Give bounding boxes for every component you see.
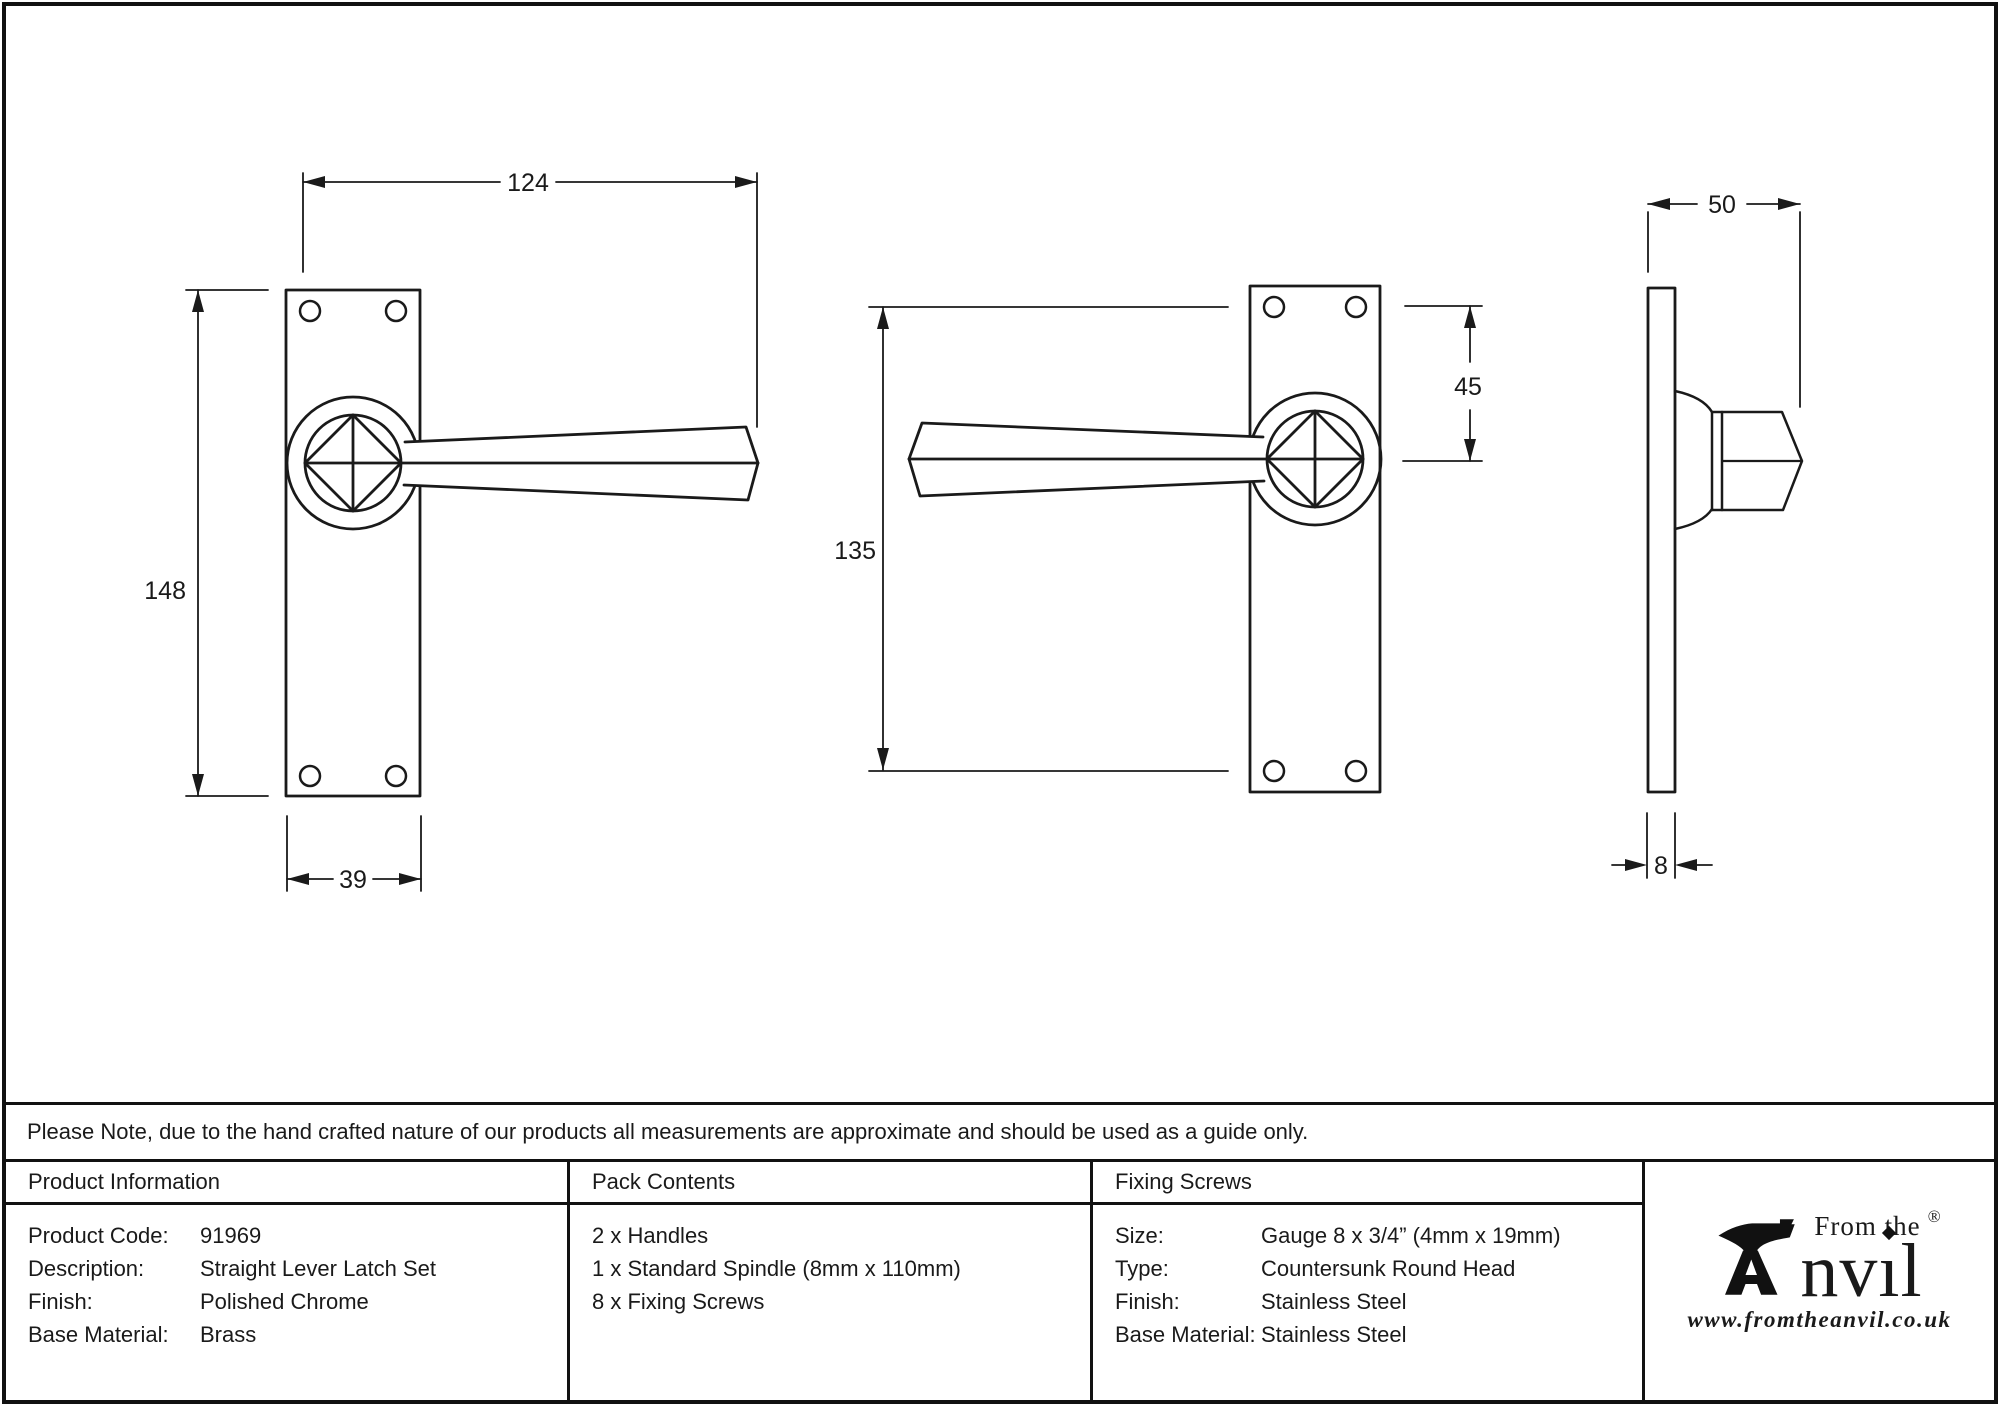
row-value: Stainless Steel	[1261, 1321, 1407, 1347]
lever-neck-top	[1673, 389, 1714, 414]
screw-hole	[384, 764, 408, 788]
row-value: Straight Lever Latch Set	[200, 1255, 437, 1281]
table-row: Product Code: 91969	[28, 1219, 567, 1252]
table-row: Base Material: Brass	[28, 1318, 567, 1351]
product-information-header: Product Information	[6, 1162, 567, 1205]
screw-hole	[1262, 759, 1286, 783]
backplate-outline	[284, 288, 422, 798]
screw-hole	[298, 299, 322, 323]
side-view	[1646, 286, 1804, 794]
dim-label-148: 148	[144, 577, 186, 605]
row-value: Countersunk Round Head	[1261, 1255, 1516, 1281]
column-title: Product Information	[28, 1169, 220, 1194]
screw-hole	[384, 299, 408, 323]
pack-contents-column: Pack Contents 2 x Handles 1 x Standard S…	[570, 1162, 1093, 1400]
column-title: Pack Contents	[592, 1169, 736, 1194]
row-value: Stainless Steel	[1261, 1288, 1407, 1314]
registered-trademark: ®	[1927, 1206, 1941, 1226]
row-value: Gauge 8 x 3/4” (4mm x 19mm)	[1261, 1222, 1561, 1248]
brand-letter-i: ı	[1878, 1225, 1900, 1309]
row-value: Polished Chrome	[200, 1288, 369, 1314]
list-item: 8 x Fixing Screws	[592, 1288, 765, 1314]
dim-label-135: 135	[834, 537, 876, 565]
row-label: Base Material:	[1115, 1321, 1256, 1347]
screw-hole	[1262, 295, 1286, 319]
backplate-edge-outline	[1646, 286, 1677, 794]
dim-label-45: 45	[1454, 373, 1482, 401]
table-row: Description: Straight Lever Latch Set	[28, 1252, 567, 1285]
screw-hole	[1344, 295, 1368, 319]
screw-hole	[298, 764, 322, 788]
arrowhead	[287, 873, 309, 885]
table-row: Type: Countersunk Round Head	[1115, 1252, 1642, 1285]
table-row: Size: Gauge 8 x 3/4” (4mm x 19mm)	[1115, 1219, 1642, 1252]
arrowhead	[1778, 198, 1800, 210]
pack-contents-body: 2 x Handles 1 x Standard Spindle (8mm x …	[570, 1205, 1090, 1318]
fixing-screws-column: Fixing Screws Size: Gauge 8 x 3/4” (4mm …	[1093, 1162, 1645, 1400]
arrowhead	[735, 176, 757, 188]
row-label: Product Code:	[28, 1222, 169, 1248]
info-table: Product Information Product Code: 91969 …	[6, 1162, 1994, 1400]
dim-label-124: 124	[507, 169, 549, 197]
screw-hole	[1344, 759, 1368, 783]
info-section: Please Note, due to the hand crafted nat…	[6, 1102, 1994, 1400]
arrowhead	[192, 290, 204, 312]
row-label: Finish:	[1115, 1288, 1180, 1314]
brand-letters: l	[1900, 1228, 1923, 1313]
front-view-lever-right	[284, 288, 760, 798]
note-text: Please Note, due to the hand crafted nat…	[27, 1119, 1309, 1144]
measurement-note: Please Note, due to the hand crafted nat…	[6, 1102, 1994, 1162]
side-view-dimensions	[1611, 198, 1801, 879]
backplate-outline	[1248, 284, 1382, 794]
table-row: Finish: Stainless Steel	[1115, 1285, 1642, 1318]
technical-drawing-canvas: 124 148 39	[144, 169, 1804, 894]
arrowhead	[1675, 859, 1697, 871]
product-information-body: Product Code: 91969 Description: Straigh…	[6, 1205, 567, 1351]
row-label: Base Material:	[28, 1321, 169, 1347]
arrowhead	[877, 748, 889, 770]
product-information-column: Product Information Product Code: 91969 …	[6, 1162, 570, 1400]
dim-label-50: 50	[1708, 191, 1736, 219]
fixing-screws-body: Size: Gauge 8 x 3/4” (4mm x 19mm) Type: …	[1093, 1205, 1642, 1351]
arrowhead	[303, 176, 325, 188]
row-value: 91969	[200, 1222, 262, 1248]
arrowhead	[1625, 859, 1647, 871]
table-row: Base Material: Stainless Steel	[1115, 1318, 1642, 1351]
arrowhead	[1648, 198, 1670, 210]
anvil-icon	[1718, 1219, 1796, 1295]
lever-neck-bottom	[1673, 507, 1714, 531]
column-title: Fixing Screws	[1115, 1169, 1252, 1194]
arrowhead	[877, 307, 889, 329]
arrowhead	[192, 774, 204, 796]
row-label: Type:	[1115, 1255, 1169, 1281]
row-label: Description:	[28, 1255, 145, 1281]
arrowhead	[1464, 306, 1476, 328]
fixing-screws-header: Fixing Screws	[1093, 1162, 1642, 1205]
brand-letters: nv	[1800, 1228, 1879, 1313]
front-view-lever-left	[907, 284, 1383, 794]
arrowhead	[399, 873, 421, 885]
lever-length-dimensions	[868, 305, 1483, 772]
logo-tagline: From the	[1814, 1210, 1921, 1241]
row-value: Brass	[200, 1321, 257, 1347]
dim-label-39: 39	[339, 866, 367, 894]
front-view-dimensions	[185, 172, 758, 892]
pack-contents-header: Pack Contents	[570, 1162, 1090, 1205]
logo-website: www.fromtheanvil.co.uk	[1687, 1307, 1952, 1333]
dim-label-8: 8	[1654, 852, 1668, 880]
list-item: 1 x Standard Spindle (8mm x 110mm)	[592, 1255, 961, 1281]
list-item: 2 x Handles	[592, 1222, 709, 1248]
row-label: Finish:	[28, 1288, 93, 1314]
arrowhead	[1464, 439, 1476, 461]
dotless-i: ı	[1878, 1228, 1901, 1313]
table-row: Finish: Polished Chrome	[28, 1285, 567, 1318]
row-label: Size:	[1115, 1222, 1164, 1248]
